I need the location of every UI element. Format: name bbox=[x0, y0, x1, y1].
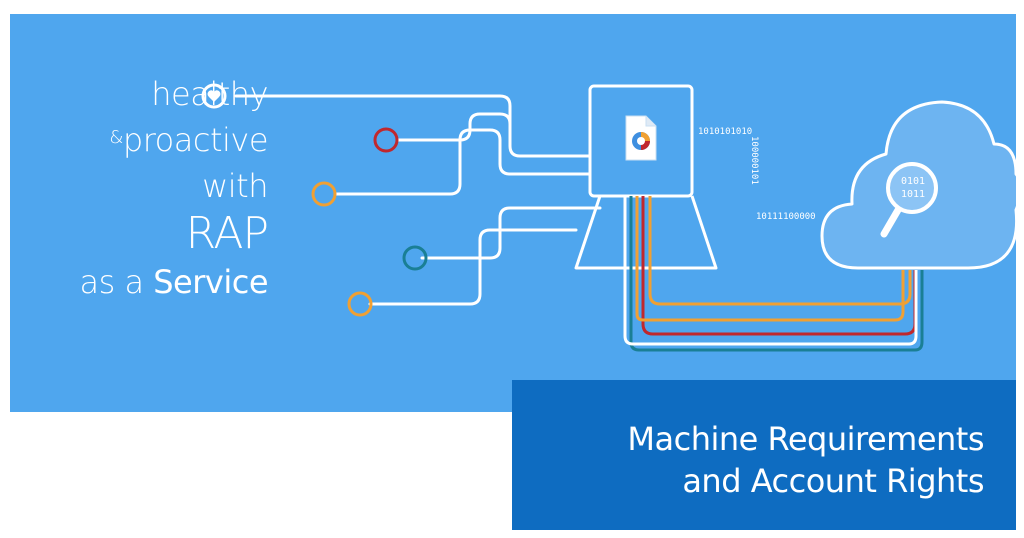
svg-text:100000101: 100000101 bbox=[749, 136, 759, 185]
computer-icon bbox=[574, 84, 718, 270]
tagline-line-5-emphasis: Service bbox=[153, 263, 268, 301]
orange-node-icon-2 bbox=[347, 291, 373, 317]
tagline-line-5: as a Service bbox=[80, 266, 269, 298]
title-box: Machine Requirements and Account Rights bbox=[512, 380, 1016, 530]
tagline-line-2: &proactive bbox=[80, 121, 269, 159]
tagline-line-4: RAP bbox=[185, 208, 269, 259]
svg-text:0101: 0101 bbox=[901, 176, 925, 187]
tagline-line-2-text: proactive bbox=[122, 121, 269, 159]
title-line-1: Machine Requirements bbox=[627, 420, 984, 458]
hero-banner: 1010101010 100000101 10111100000 0101 10… bbox=[10, 14, 1016, 412]
orange-node-icon bbox=[311, 181, 337, 207]
teal-node-icon bbox=[402, 245, 428, 271]
tagline: healthy &proactive with RAP as a Service bbox=[80, 78, 269, 298]
tagline-ampersand: & bbox=[109, 127, 123, 148]
tagline-line-1: healthy bbox=[151, 75, 268, 113]
red-node-icon bbox=[373, 127, 399, 153]
svg-text:1010101010: 1010101010 bbox=[698, 127, 752, 137]
title-line-2: and Account Rights bbox=[682, 462, 984, 500]
document-icon bbox=[625, 115, 657, 161]
binary-stream: 1010101010 100000101 10111100000 bbox=[698, 127, 816, 222]
svg-text:10111100000: 10111100000 bbox=[756, 212, 816, 222]
white-traces bbox=[234, 94, 602, 306]
magnifier-icon: 0101 1011 bbox=[880, 162, 938, 238]
svg-text:1011: 1011 bbox=[901, 189, 925, 200]
tagline-line-3: with bbox=[202, 167, 268, 205]
circuit-illustration: 1010101010 100000101 10111100000 0101 10… bbox=[201, 83, 1016, 352]
tagline-line-5-prefix: as a bbox=[79, 263, 154, 301]
color-cables bbox=[623, 196, 924, 352]
heart-icon bbox=[201, 83, 227, 109]
